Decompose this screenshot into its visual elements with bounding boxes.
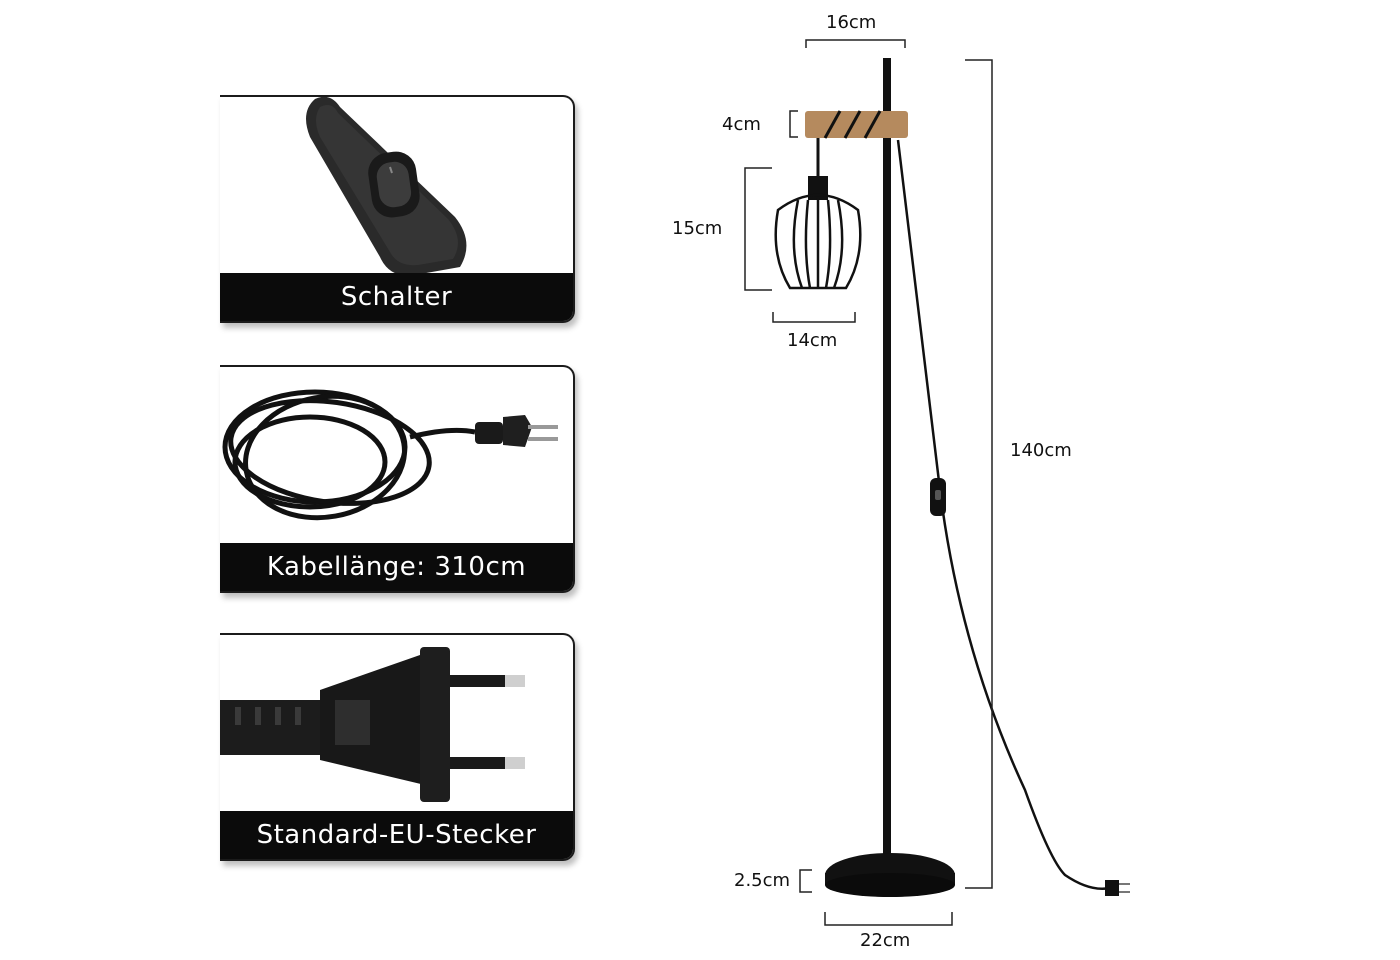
- cable-icon: [222, 389, 558, 521]
- dim-total-height: 140cm: [1010, 440, 1072, 461]
- floor-lamp-diagram: [744, 39, 1130, 926]
- wood-arm: [805, 111, 908, 138]
- dim-top-width: 16cm: [826, 12, 877, 33]
- switch-icon: [306, 97, 467, 276]
- cage-shade: [774, 193, 862, 290]
- switch-caption: Schalter: [220, 273, 573, 321]
- switch-feature-card: Schalter: [220, 95, 575, 323]
- lamp-pole: [883, 58, 891, 870]
- dim-shade-width: 14cm: [787, 330, 838, 351]
- cable-feature-card: Kabellänge: 310cm: [220, 365, 575, 593]
- eu-plug-icon: [220, 647, 525, 802]
- plug-caption: Standard-EU-Stecker: [220, 811, 573, 859]
- cord-plug: [1105, 880, 1119, 896]
- dimension-lines: [744, 39, 993, 926]
- cable-caption: Kabellänge: 310cm: [220, 543, 573, 591]
- plug-feature-card: Standard-EU-Stecker: [220, 633, 575, 861]
- dim-shade-height: 15cm: [672, 218, 723, 239]
- dim-base-width: 22cm: [860, 930, 911, 951]
- power-cord: [896, 139, 1111, 890]
- dim-base-height: 2.5cm: [734, 870, 791, 891]
- dim-wood-height: 4cm: [722, 114, 761, 135]
